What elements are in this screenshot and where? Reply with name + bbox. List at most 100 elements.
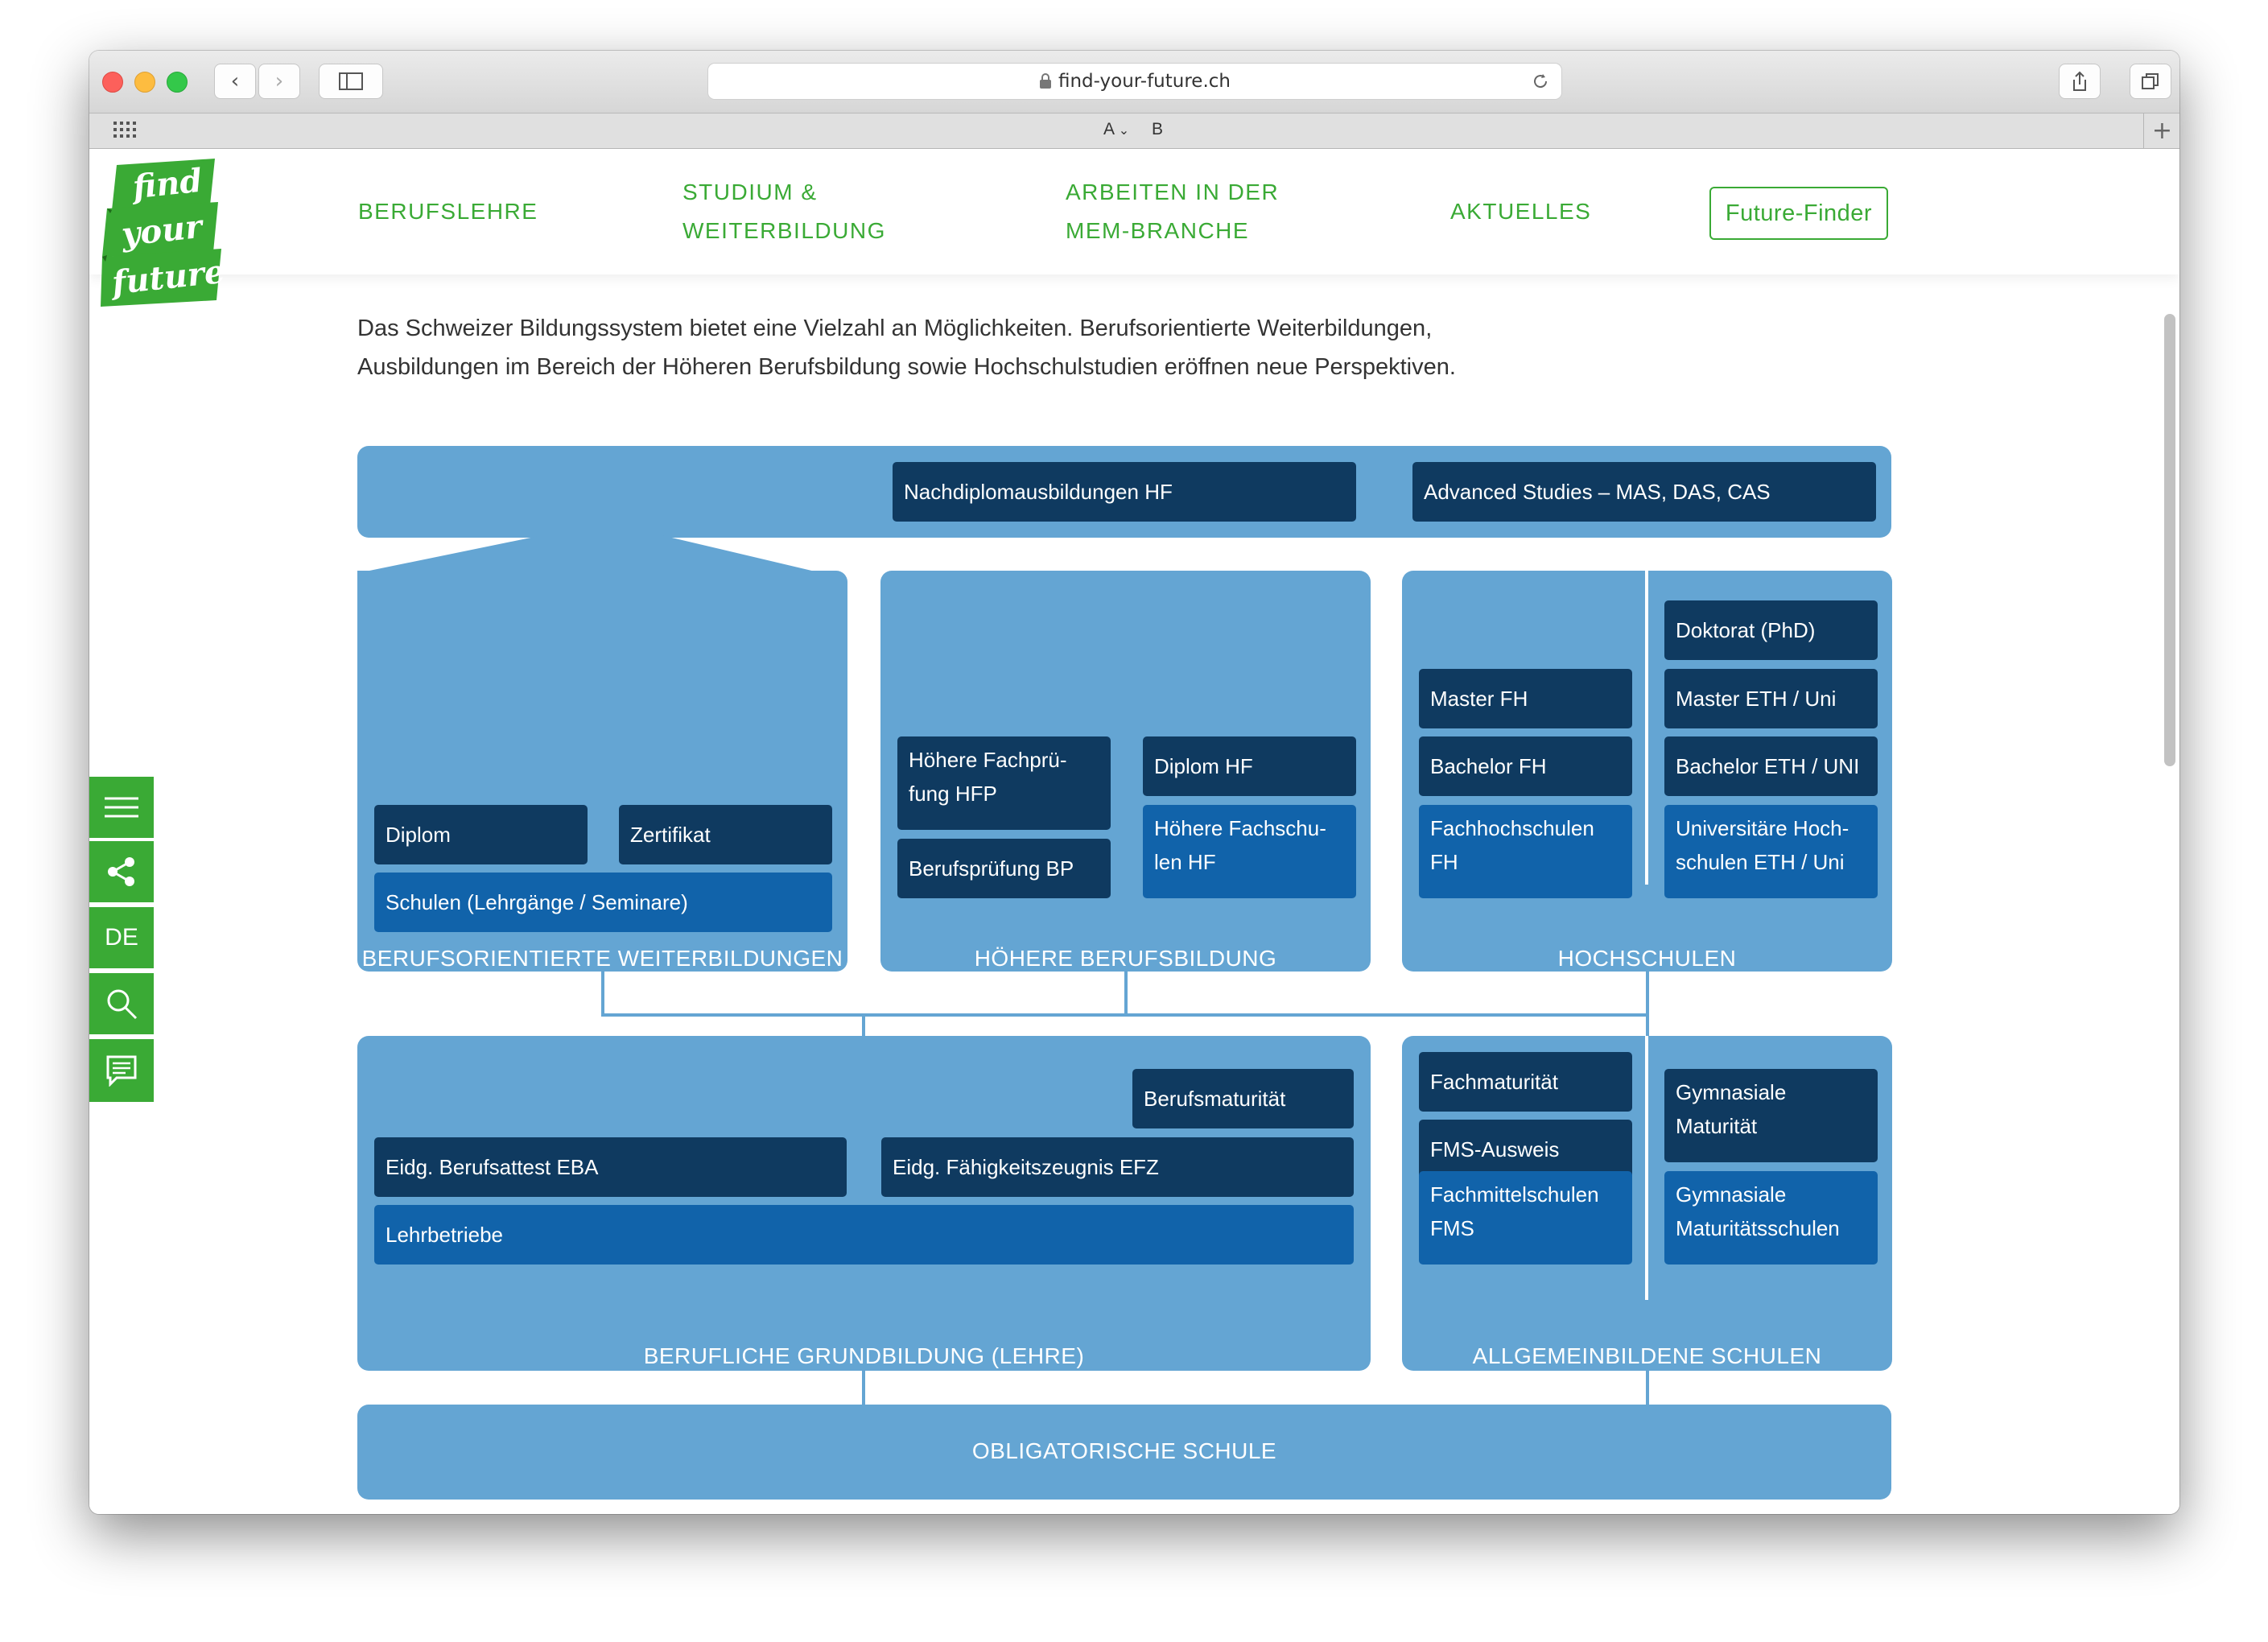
tabs-icon: [2142, 73, 2159, 89]
connector-line: [1646, 1371, 1649, 1406]
site-logo[interactable]: find your future: [101, 157, 226, 308]
caption-hochschulen: HOCHSCHULEN: [1557, 946, 1737, 971]
back-button[interactable]: ‹: [214, 64, 256, 99]
connector-line: [601, 1013, 1649, 1017]
box-gms-line-1: Gymnasiale: [1676, 1182, 1787, 1207]
box-fachmittelschulen[interactable]: Fachmittelschulen FMS: [1419, 1171, 1632, 1265]
share-browser-button[interactable]: [2059, 64, 2101, 99]
nav-label: ARBEITEN IN DER: [1066, 179, 1280, 204]
box-advanced-studies[interactable]: Advanced Studies – MAS, DAS, CAS: [1412, 462, 1876, 522]
box-master-uni[interactable]: Master ETH / Uni: [1664, 669, 1878, 728]
reload-icon[interactable]: [1531, 72, 1550, 91]
language-button[interactable]: DE: [89, 907, 154, 970]
box-fachhochschulen[interactable]: Fachhochschulen FH: [1419, 805, 1632, 898]
box-berufspruefung[interactable]: Berufsprüfung BP: [897, 839, 1111, 898]
nav-item-berufslehre[interactable]: BERUFSLEHRE: [358, 192, 538, 231]
box-doktorat[interactable]: Doktorat (PhD): [1664, 600, 1878, 660]
education-system-diagram: Nachdiplomausbildungen HF Advanced Studi…: [89, 149, 2179, 1514]
caption-weiterbildungen: BERUFSORIENTIERTE WEITERBILDUNGEN: [361, 946, 843, 971]
minimize-window-button[interactable]: [134, 72, 155, 93]
search-icon: [107, 989, 138, 1020]
plus-icon: +: [2151, 117, 2173, 145]
connector-line: [601, 972, 604, 1017]
sidebar-toggle-button[interactable]: [319, 64, 383, 99]
box-maturitaetsschulen[interactable]: Gymnasiale Maturitätsschulen: [1664, 1171, 1878, 1265]
box-hfp-line-2: fung HFP: [909, 782, 997, 806]
reader-toggle[interactable]: A ⌄ B: [1103, 120, 1163, 139]
address-bar[interactable]: find-your-future.ch: [707, 63, 1562, 100]
future-finder-button[interactable]: Future-Finder: [1709, 187, 1888, 240]
page-scrollbar-thumb[interactable]: [2164, 314, 2175, 766]
box-hoehere-fachschulen[interactable]: Höhere Fachschu- len HF: [1143, 805, 1356, 898]
page-content: find your future BERUFSLEHRE STUDIUM & W…: [89, 149, 2179, 1514]
box-fh-line-1: Fachhochschulen: [1430, 816, 1594, 840]
chevron-left-icon: ‹: [230, 69, 240, 93]
share-nodes-icon: [108, 857, 134, 886]
nav-item-studium[interactable]: STUDIUM & WEITERBILDUNG: [682, 173, 886, 250]
box-efz[interactable]: Eidg. Fähigkeitszeugnis EFZ: [881, 1137, 1354, 1197]
box-fachmaturitaet[interactable]: Fachmaturität: [1419, 1052, 1632, 1112]
chat-icon: [106, 1055, 137, 1087]
lock-icon: [1039, 73, 1051, 89]
box-berufsmaturitaet[interactable]: Berufsmaturität: [1132, 1069, 1354, 1128]
reader-label-b: B: [1151, 120, 1163, 138]
browser-window: ‹ › find-your-future.ch A ⌄ B: [89, 51, 2179, 1514]
box-gm-line-2: Maturität: [1676, 1114, 1758, 1138]
new-tab-button[interactable]: +: [2143, 113, 2179, 148]
box-uni-line-1: Universitäre Hoch-: [1676, 816, 1849, 840]
box-schulen-lehrgaenge[interactable]: Schulen (Lehrgänge / Seminare): [374, 873, 832, 932]
caption-allgemeinbildende: ALLGEMEINBILDENE SCHULEN: [1472, 1343, 1822, 1368]
intro-line-2: Ausbildungen im Bereich der Höheren Beru…: [357, 354, 1456, 380]
url-text: find-your-future.ch: [1058, 71, 1231, 92]
connector-line: [862, 1013, 865, 1038]
nav-item-aktuelles[interactable]: AKTUELLES: [1450, 192, 1591, 231]
box-gms-line-2: Maturitätsschulen: [1676, 1216, 1840, 1240]
panel-obligatorische-schule: [357, 1405, 1891, 1500]
box-bachelor-fh[interactable]: Bachelor FH: [1419, 736, 1632, 796]
box-bachelor-uni[interactable]: Bachelor ETH / UNI: [1664, 736, 1878, 796]
box-gymnasiale-maturitaet[interactable]: Gymnasiale Maturität: [1664, 1069, 1878, 1162]
box-fms-ausweis[interactable]: FMS-Ausweis: [1419, 1120, 1632, 1179]
nav-label: AKTUELLES: [1450, 199, 1592, 224]
tabs-overview-button[interactable]: [2130, 64, 2171, 99]
menu-button[interactable]: [89, 777, 154, 840]
intro-text: Das Schweizer Bildungssystem bietet eine…: [357, 309, 1726, 386]
box-eba[interactable]: Eidg. Berufsattest EBA: [374, 1137, 847, 1197]
box-lehrbetriebe[interactable]: Lehrbetriebe: [374, 1205, 1354, 1265]
favorites-bar: A ⌄ B +: [89, 113, 2179, 149]
chevron-right-icon: ›: [274, 69, 284, 93]
find-your-future-logo: [101, 159, 221, 307]
nav-item-arbeiten[interactable]: ARBEITEN IN DER MEM-BRANCHE: [1066, 173, 1279, 250]
share-button[interactable]: [89, 841, 154, 904]
box-hfp[interactable]: Höhere Fachprü- fung HFP: [897, 736, 1111, 830]
nav-label: STUDIUM &: [682, 179, 818, 204]
reader-label-a: A: [1103, 120, 1114, 138]
box-fh-line-2: FH: [1430, 850, 1458, 874]
feedback-button[interactable]: [89, 1039, 154, 1102]
connector-line: [1124, 972, 1128, 1017]
caption-grundbildung: BERUFLICHE GRUNDBILDUNG (LEHRE): [643, 1343, 1085, 1368]
box-nachdiplom[interactable]: Nachdiplomausbildungen HF: [893, 462, 1356, 522]
search-button[interactable]: [89, 973, 154, 1036]
box-hfp-line-1: Höhere Fachprü-: [909, 748, 1067, 772]
box-universitaere-hochschulen[interactable]: Universitäre Hoch- schulen ETH / Uni: [1664, 805, 1878, 898]
nav-label-2: WEITERBILDUNG: [682, 218, 886, 243]
box-hf-line-1: Höhere Fachschu-: [1154, 816, 1326, 840]
close-window-button[interactable]: [102, 72, 123, 93]
connector-line: [1646, 972, 1649, 1038]
box-fms-line-1: Fachmittelschulen: [1430, 1182, 1599, 1207]
forward-button[interactable]: ›: [258, 64, 300, 99]
box-master-fh[interactable]: Master FH: [1419, 669, 1632, 728]
box-uni-line-2: schulen ETH / Uni: [1676, 850, 1845, 874]
nav-label-2: MEM-BRANCHE: [1066, 218, 1250, 243]
caption-obligatorische-schule: OBLIGATORISCHE SCHULE: [971, 1438, 1277, 1463]
hamburger-icon: [105, 797, 138, 818]
grid-icon[interactable]: [113, 122, 138, 141]
box-zertifikat[interactable]: Zertifikat: [619, 805, 832, 864]
maximize-window-button[interactable]: [167, 72, 188, 93]
box-gm-line-1: Gymnasiale: [1676, 1080, 1787, 1104]
box-diplom[interactable]: Diplom: [374, 805, 588, 864]
box-diplom-hf[interactable]: Diplom HF: [1143, 736, 1356, 796]
nav-label: BERUFSLEHRE: [358, 199, 538, 224]
allgemein-divider: [1645, 1036, 1648, 1300]
